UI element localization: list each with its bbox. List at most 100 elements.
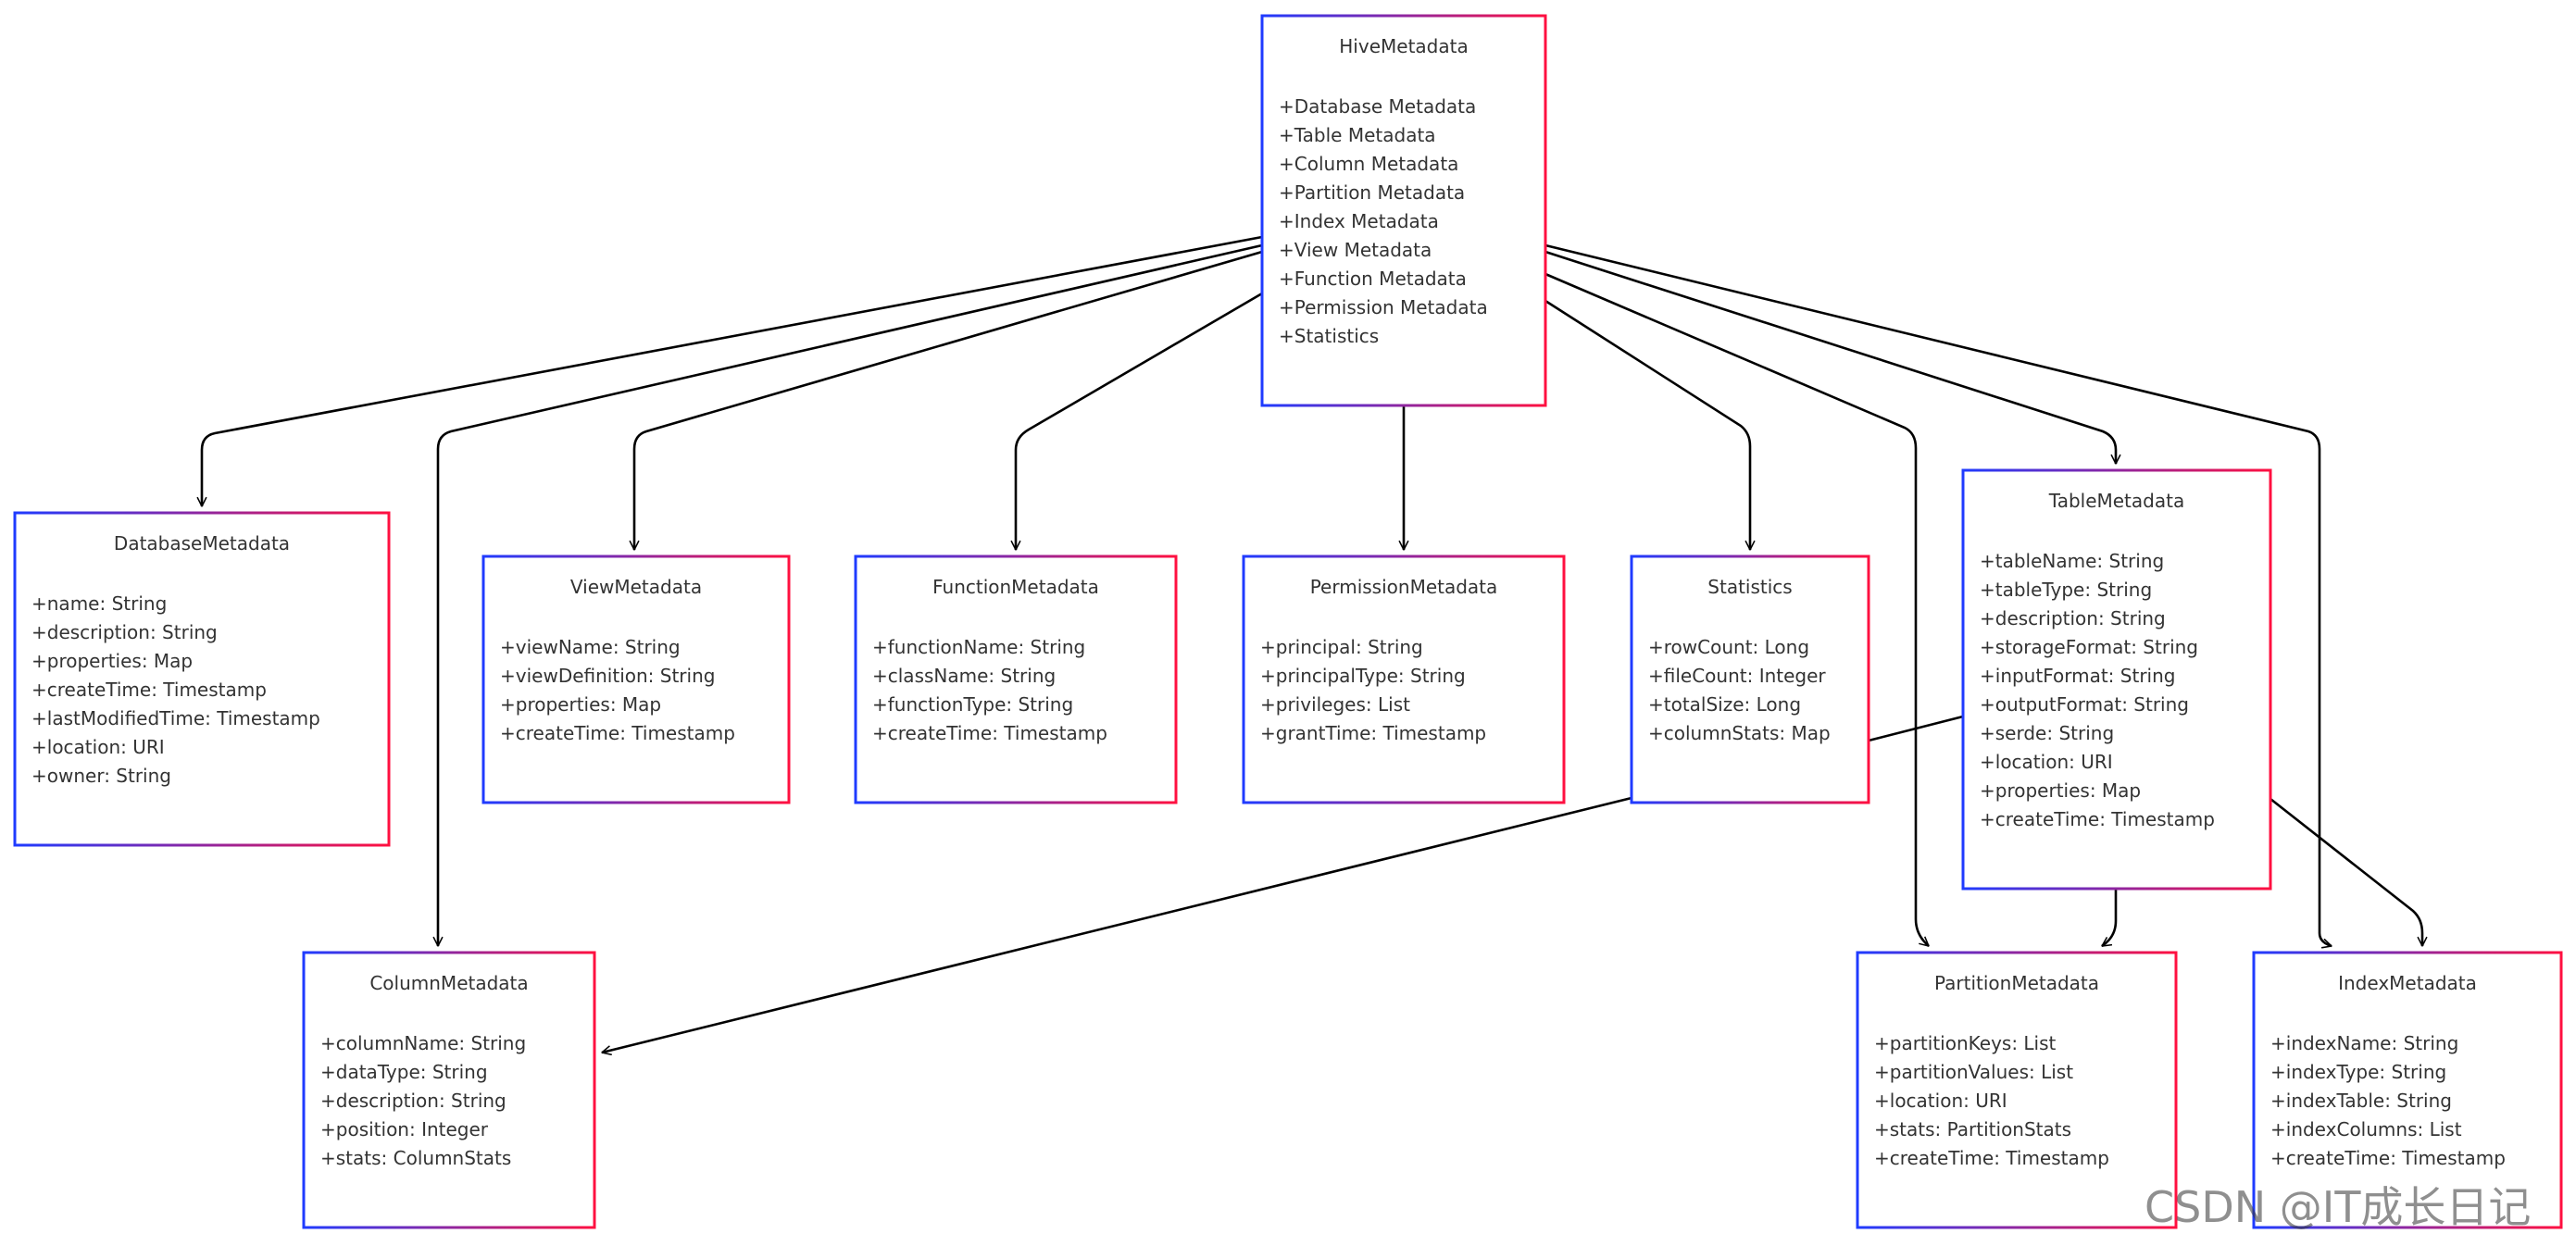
class-name: DatabaseMetadata xyxy=(114,532,290,554)
class-attribute: +Database Metadata xyxy=(1279,95,1476,118)
class-attribute: +Column Metadata xyxy=(1279,153,1458,175)
edge-hive-to-database xyxy=(202,235,1263,506)
class-attribute: +inputFormat: String xyxy=(1980,665,2175,687)
class-attribute: +principal: String xyxy=(1260,636,1423,658)
class-name: Statistics xyxy=(1707,576,1792,598)
class-box-index: IndexMetadata +indexName: String +indexTyp… xyxy=(2252,951,2563,1229)
class-attribute: +indexTable: String xyxy=(2270,1090,2452,1112)
class-attribute: +position: Integer xyxy=(320,1118,489,1140)
class-attribute: +Function Metadata xyxy=(1279,268,1467,290)
edge-hive-to-column xyxy=(438,243,1263,946)
class-frame xyxy=(1242,554,1566,804)
edges-layer xyxy=(202,235,2422,1053)
class-box-table: TableMetadata +tableName: String +tableTyp… xyxy=(1961,468,2272,891)
class-attribute: +privileges: List xyxy=(1260,693,1410,716)
edge-hive-to-index xyxy=(1544,243,2332,946)
class-attribute: +Statistics xyxy=(1279,325,1379,347)
class-attribute: +functionType: String xyxy=(872,693,1073,716)
class-attribute: +createTime: Timestamp xyxy=(500,722,735,744)
class-name: ViewMetadata xyxy=(570,576,702,598)
class-attribute: +dataType: String xyxy=(320,1061,488,1083)
class-attribute: +outputFormat: String xyxy=(1980,693,2189,716)
class-attribute: +fileCount: Integer xyxy=(1648,665,1826,687)
class-attribute: +createTime: Timestamp xyxy=(31,679,267,701)
class-box-view: ViewMetadata +viewName: String +viewDefini… xyxy=(481,554,791,804)
class-frame xyxy=(1630,554,1870,804)
class-attribute: +createTime: Timestamp xyxy=(1874,1147,2109,1169)
edge-table-to-column xyxy=(602,715,1964,1053)
class-attribute: +partitionValues: List xyxy=(1874,1061,2073,1083)
class-attribute: +serde: String xyxy=(1980,722,2114,744)
class-attribute: +Table Metadata xyxy=(1279,124,1436,146)
class-attribute: +properties: Map xyxy=(31,650,193,672)
class-attribute: +indexColumns: List xyxy=(2270,1118,2462,1140)
class-name: PermissionMetadata xyxy=(1310,576,1498,598)
class-attribute: +className: String xyxy=(872,665,1056,687)
class-attribute: +properties: Map xyxy=(500,693,661,716)
class-attribute: +viewName: String xyxy=(500,636,681,658)
class-attribute: +totalSize: Long xyxy=(1648,693,1801,716)
class-attribute: +Index Metadata xyxy=(1279,210,1439,232)
class-attribute: +tableType: String xyxy=(1980,579,2152,601)
class-attribute: +indexType: String xyxy=(2270,1061,2446,1083)
edge-hive-to-function xyxy=(1016,292,1263,550)
class-attribute: +columnName: String xyxy=(320,1032,526,1054)
class-name: ColumnMetadata xyxy=(369,972,528,994)
class-attribute: +name: String xyxy=(31,592,167,615)
class-name: IndexMetadata xyxy=(2338,972,2477,994)
class-box-database: DatabaseMetadata +name: String +descriptio… xyxy=(13,511,391,847)
class-attribute: +functionName: String xyxy=(872,636,1085,658)
class-attribute: +tableName: String xyxy=(1980,550,2164,572)
class-frame xyxy=(1260,14,1547,407)
edge-hive-to-statistics xyxy=(1544,299,1750,550)
class-attribute: +viewDefinition: String xyxy=(500,665,715,687)
class-frame xyxy=(13,511,391,847)
class-attribute: +properties: Map xyxy=(1980,779,2141,802)
class-frame xyxy=(481,554,791,804)
class-attribute: +createTime: Timestamp xyxy=(1980,808,2215,830)
class-attribute: +description: String xyxy=(1980,607,2166,629)
class-attribute: +partitionKeys: List xyxy=(1874,1032,2057,1054)
class-attribute: +Permission Metadata xyxy=(1279,296,1488,318)
class-attribute: +columnStats: Map xyxy=(1648,722,1831,744)
classes-layer: HiveMetadata +Database Metadata +Table Met… xyxy=(13,14,2563,1229)
class-attribute: +description: String xyxy=(320,1090,506,1112)
class-box-permission: PermissionMetadata +principal: String +pri… xyxy=(1242,554,1566,804)
edge-table-to-index xyxy=(2270,797,2422,946)
class-attribute: +stats: PartitionStats xyxy=(1874,1118,2071,1140)
class-attribute: +rowCount: Long xyxy=(1648,636,1809,658)
class-attribute: +location: URI xyxy=(1874,1090,2007,1112)
class-frame xyxy=(2252,951,2563,1229)
class-attribute: +owner: String xyxy=(31,765,171,787)
class-frame xyxy=(1961,468,2272,891)
class-name: TableMetadata xyxy=(2048,490,2184,512)
class-attribute: +View Metadata xyxy=(1279,239,1432,261)
class-box-statistics: Statistics +rowCount: Long +fileCount: Int… xyxy=(1630,554,1870,804)
class-box-function: FunctionMetadata +functionName: String +cl… xyxy=(854,554,1178,804)
class-attribute: +createTime: Timestamp xyxy=(872,722,1107,744)
class-box-hive: HiveMetadata +Database Metadata +Table Met… xyxy=(1260,14,1547,407)
class-attribute: +location: URI xyxy=(1980,751,2113,773)
class-name: FunctionMetadata xyxy=(932,576,1099,598)
class-name: HiveMetadata xyxy=(1339,35,1468,57)
class-attribute: +storageFormat: String xyxy=(1980,636,2198,658)
class-attribute: +createTime: Timestamp xyxy=(2270,1147,2506,1169)
class-box-column: ColumnMetadata +columnName: String +dataTy… xyxy=(302,951,596,1229)
class-attribute: +lastModifiedTime: Timestamp xyxy=(31,707,320,729)
class-attribute: +location: URI xyxy=(31,736,165,758)
class-frame xyxy=(854,554,1178,804)
class-attribute: +principalType: String xyxy=(1260,665,1466,687)
watermark: CSDN @IT成长日记 xyxy=(2145,1182,2531,1232)
class-frame xyxy=(1856,951,2178,1229)
edge-hive-to-view xyxy=(634,250,1263,550)
class-box-partition: PartitionMetadata +partitionKeys: List +pa… xyxy=(1856,951,2178,1229)
edge-hive-to-partition xyxy=(1544,272,1929,946)
edge-table-to-partition xyxy=(2102,884,2118,948)
class-attribute: +grantTime: Timestamp xyxy=(1260,722,1486,744)
class-attribute: +stats: ColumnStats xyxy=(320,1147,511,1169)
edge-hive-to-table xyxy=(1544,250,2116,464)
class-name: PartitionMetadata xyxy=(1934,972,2099,994)
class-attribute: +description: String xyxy=(31,621,218,643)
class-attribute: +indexName: String xyxy=(2270,1032,2458,1054)
